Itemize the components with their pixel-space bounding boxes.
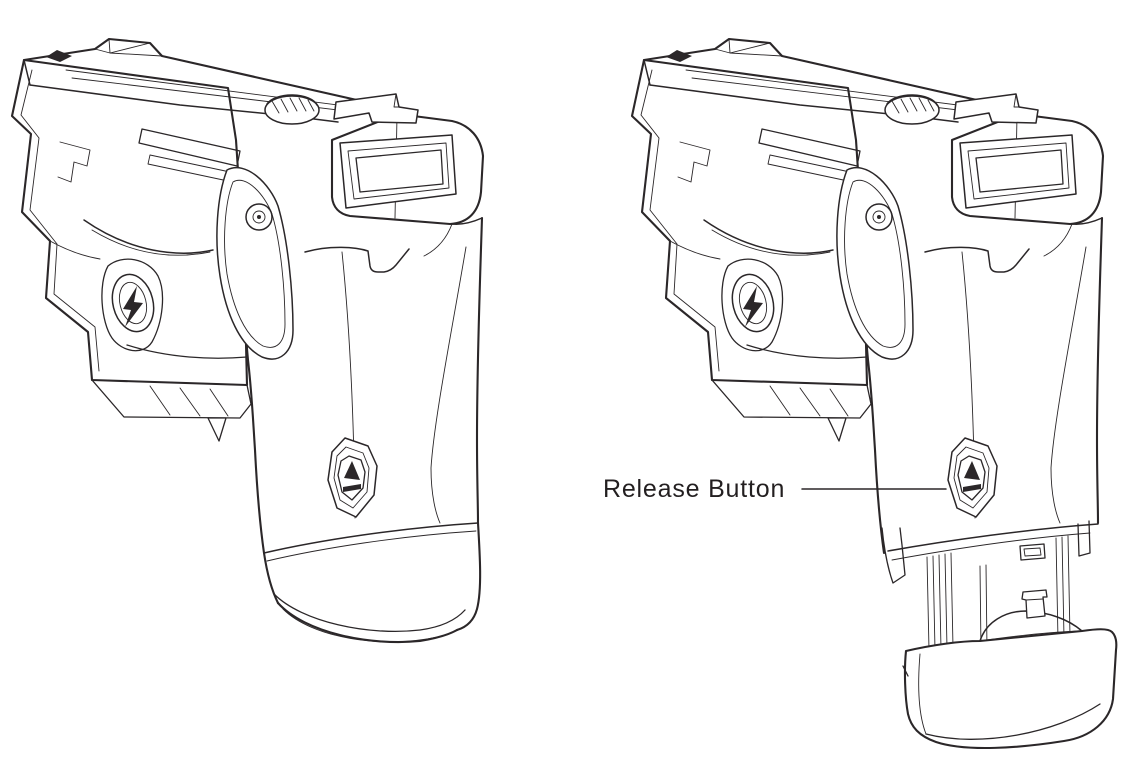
down-arrow bbox=[744, 556, 866, 746]
device-view-assembled bbox=[10, 37, 485, 644]
battery-pack-detached bbox=[902, 589, 1118, 750]
battery-pack-attached bbox=[262, 521, 482, 644]
open-handle-bottom bbox=[881, 520, 1099, 584]
battery-latch-post bbox=[1021, 589, 1048, 619]
release-button-label: Release Button bbox=[603, 475, 785, 503]
battery-rails bbox=[926, 535, 1071, 651]
device-view-battery-released bbox=[630, 37, 1118, 750]
